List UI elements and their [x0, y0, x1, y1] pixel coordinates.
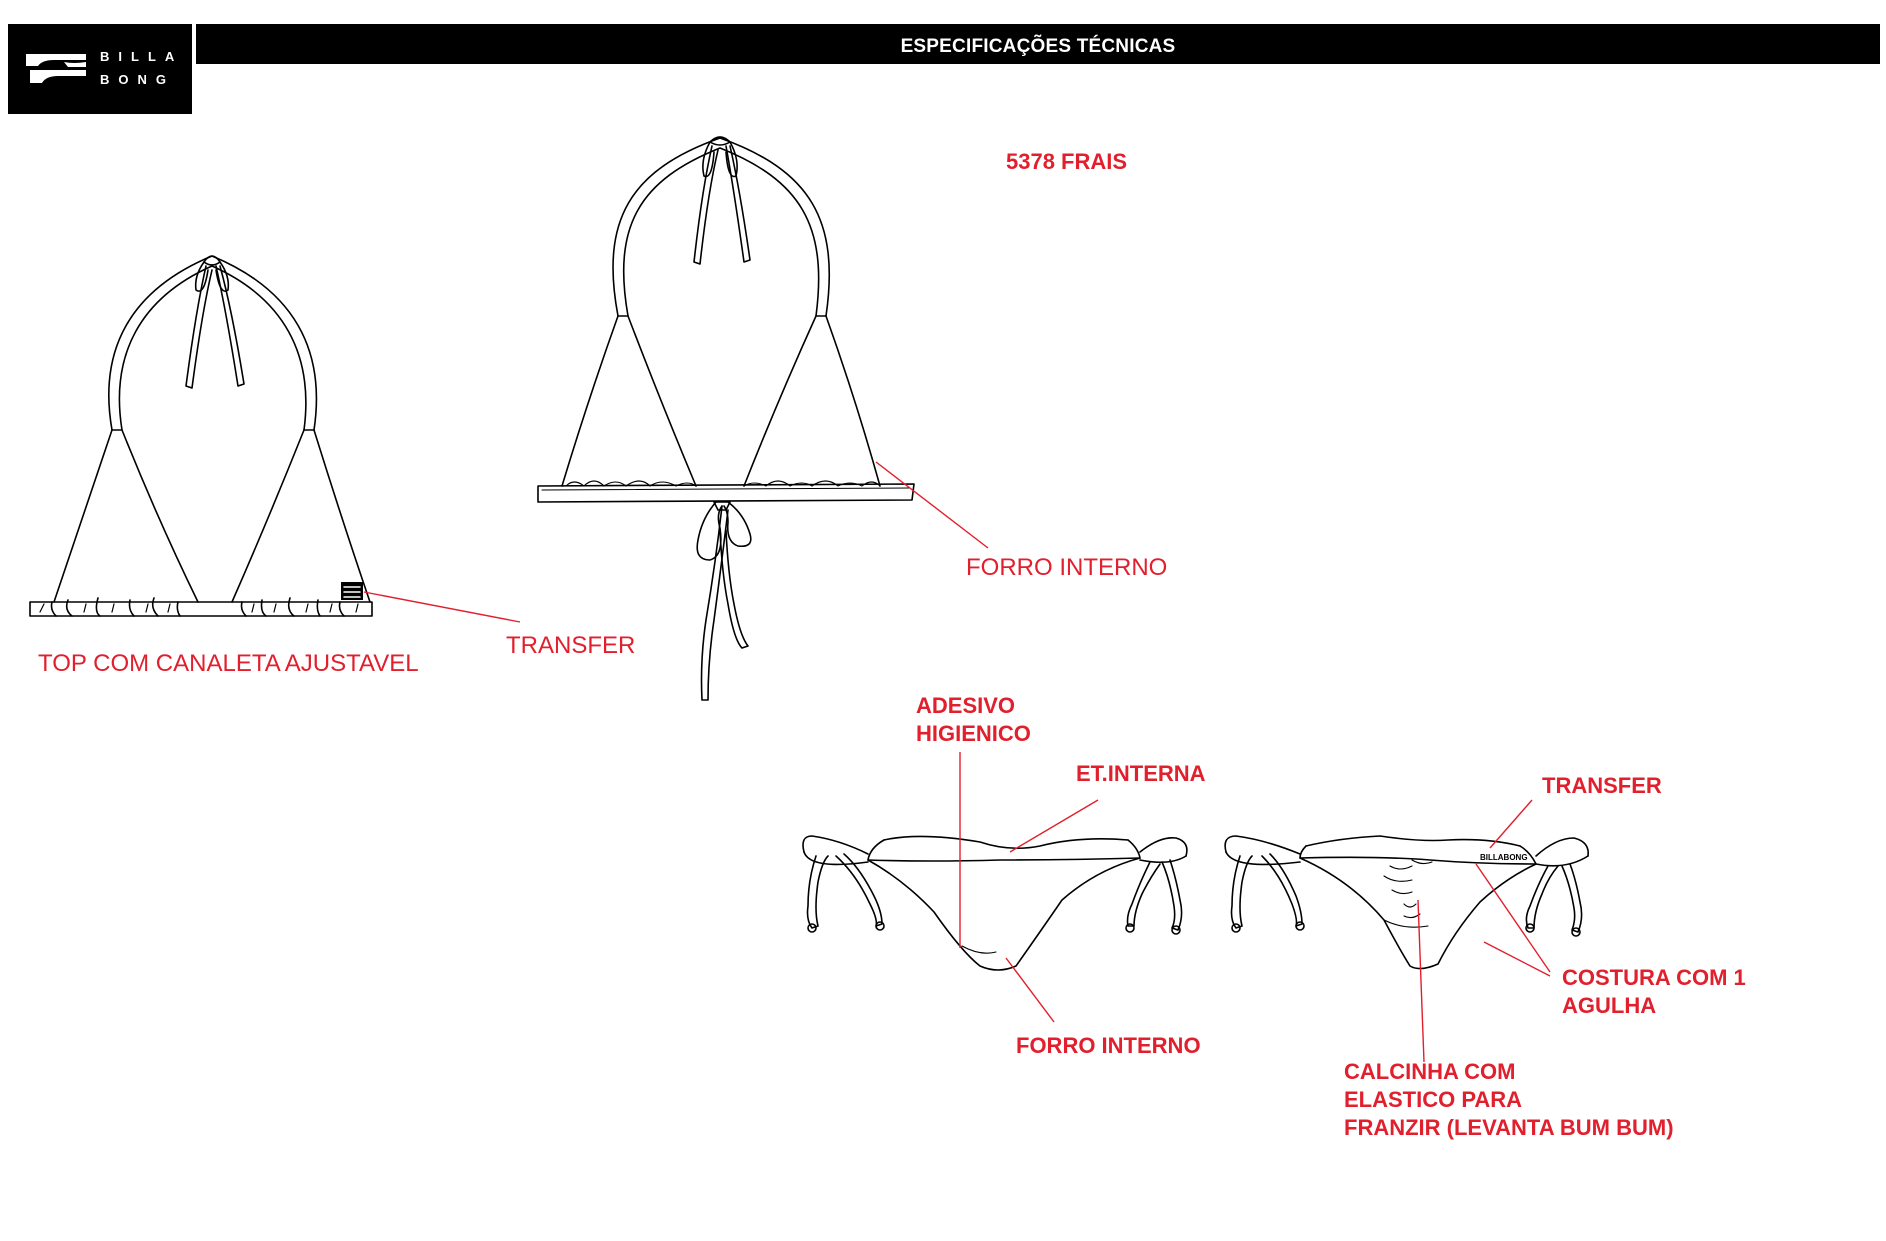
leader-costura-1: [1475, 863, 1551, 973]
logo-text-line1: BILLA: [100, 49, 184, 64]
logo-text-line2: BONG: [100, 72, 175, 87]
page-title: ESPECIFICAÇÕES TÉCNICAS: [900, 36, 1176, 57]
label-forro-interno-bottom: FORRO INTERNO: [1016, 1033, 1201, 1058]
leader-forro-top: [875, 461, 989, 549]
label-et-interna: ET.INTERNA: [1076, 761, 1206, 786]
label-forro-interno-top: FORRO INTERNO: [966, 554, 1168, 581]
top-front-sketch: [537, 136, 915, 701]
label-adesivo-line2: HIGIENICO: [916, 721, 1031, 746]
label-costura-line1: COSTURA COM 1: [1562, 965, 1746, 990]
leader-forro-bottom: [1005, 957, 1055, 1023]
label-transfer-top: TRANSFER: [506, 632, 636, 659]
leader-et-interna: [1009, 799, 1099, 853]
billabong-wave-icon: [26, 54, 86, 83]
label-top-com-canaleta: TOP COM CANALETA AJUSTAVEL: [38, 650, 419, 677]
bottom-front-sketch: [802, 835, 1188, 971]
label-calcinha-line3: FRANZIR (LEVANTA BUM BUM): [1344, 1115, 1674, 1140]
transfer-print: BILLABONG: [1480, 853, 1528, 862]
leader-transfer-top: [363, 591, 521, 623]
label-calcinha-line2: ELASTICO PARA: [1344, 1087, 1523, 1112]
leader-transfer-bottom: [1489, 799, 1533, 849]
label-adesivo-line1: ADESIVO: [916, 693, 1016, 718]
top-back-sketch: [29, 255, 373, 617]
callout-lines: [363, 461, 1551, 1063]
label-calcinha-line1: CALCINHA COM: [1344, 1059, 1516, 1084]
brand-logo: BILLA BONG: [8, 24, 192, 114]
header-bar: ESPECIFICAÇÕES TÉCNICAS: [196, 24, 1880, 64]
label-transfer-bottom: TRANSFER: [1542, 773, 1662, 798]
product-code: 5378 FRAIS: [1006, 149, 1128, 174]
leader-calcinha: [1417, 899, 1425, 1063]
label-costura-line2: AGULHA: [1562, 993, 1657, 1018]
leader-costura-2: [1483, 941, 1551, 977]
bottom-back-sketch: [1224, 835, 1590, 970]
